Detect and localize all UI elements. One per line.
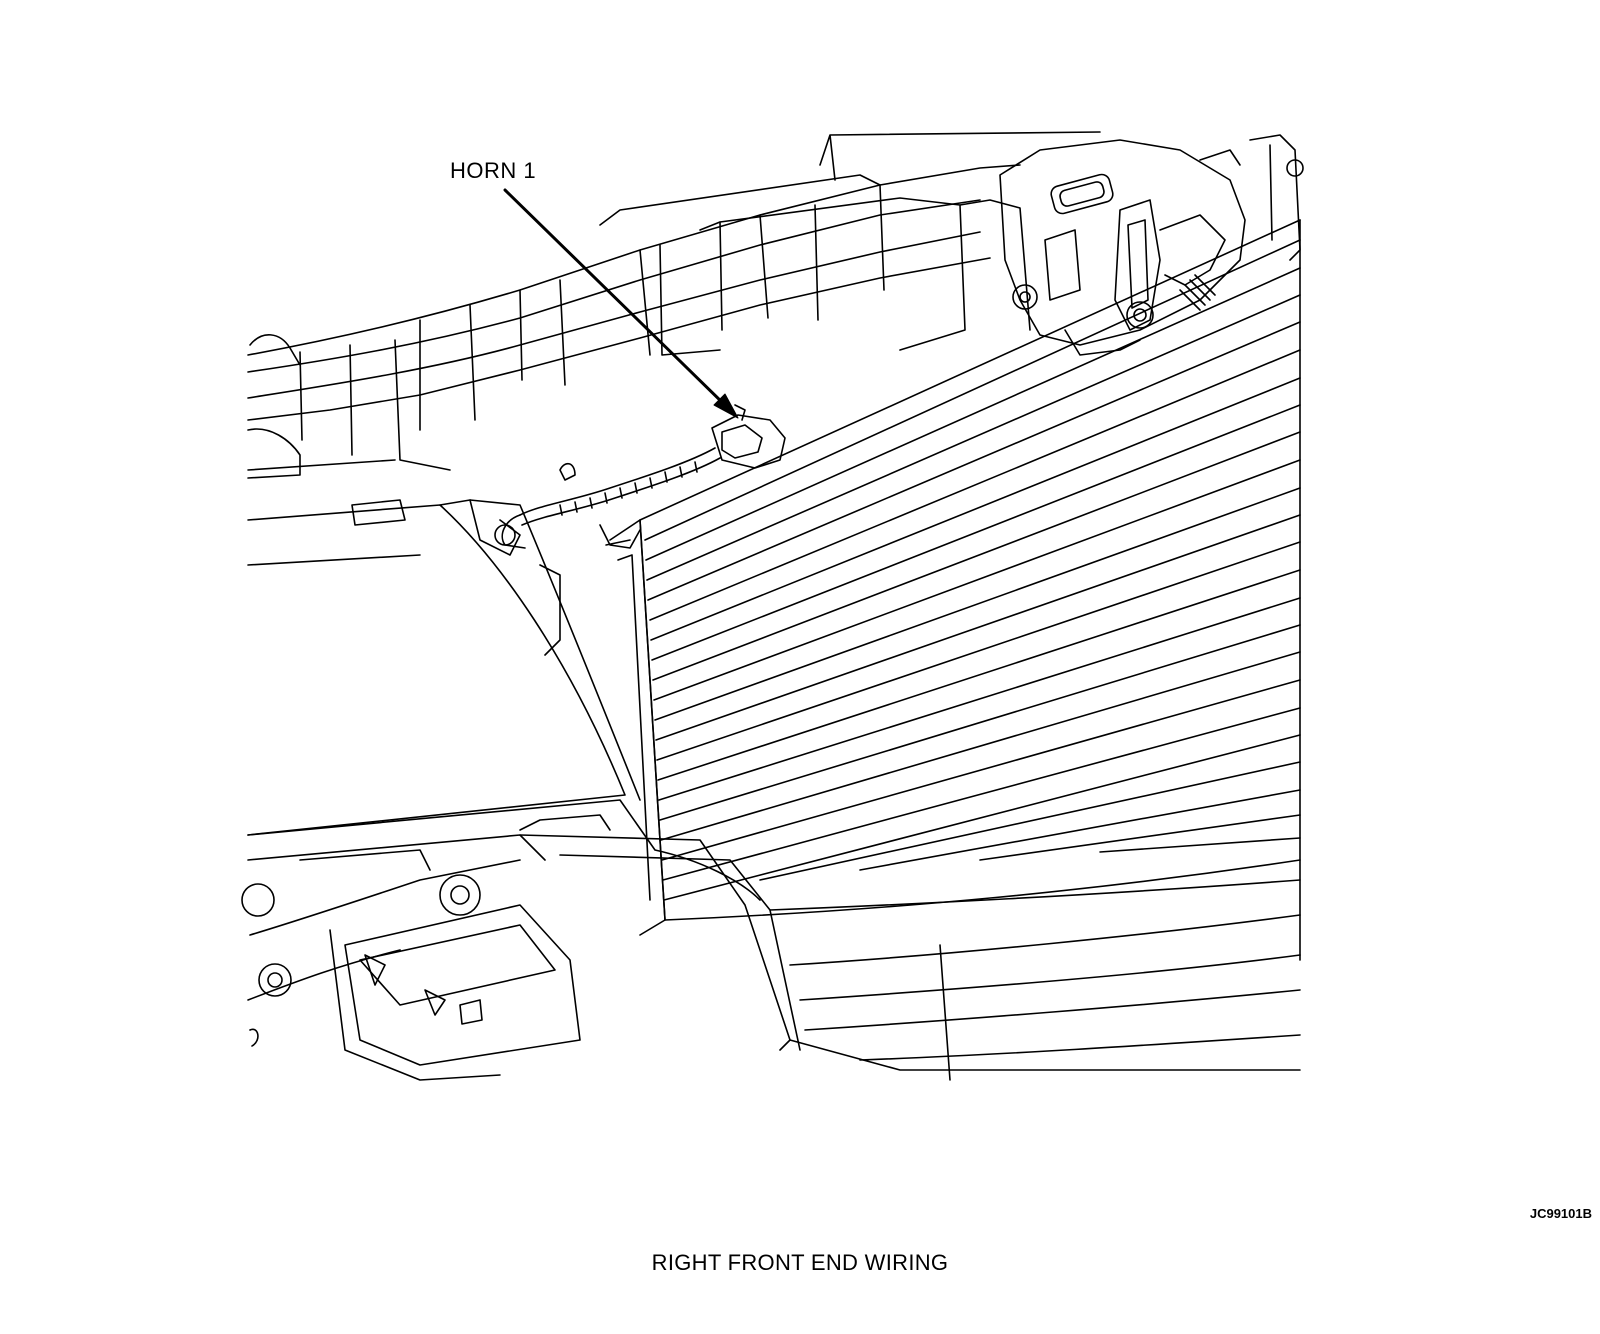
radiator-core (605, 219, 1301, 961)
horn-callout-label: HORN 1 (450, 158, 537, 183)
horn-harness (501, 404, 786, 549)
callout-arrow (503, 188, 730, 410)
figure-code: JC99101B (1529, 1206, 1592, 1221)
figure-caption: RIGHT FRONT END WIRING (651, 1250, 949, 1275)
hood-latch (999, 134, 1304, 356)
upper-crossmember (247, 131, 1101, 479)
callout-arrowhead (713, 393, 739, 419)
left-fascia (247, 462, 641, 836)
lower-bumper (241, 799, 1301, 1081)
